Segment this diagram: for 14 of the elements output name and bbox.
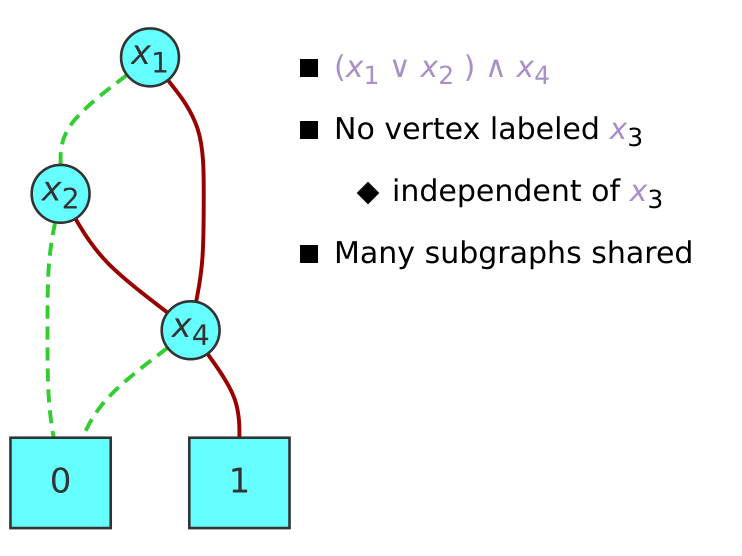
node-circle: x$_{2}$	[30, 163, 91, 224]
node-circle: x$_{4}$	[160, 300, 221, 360]
bullet-text: (x$_{1}$ ∨ x$_{2}$ ) ∧ x$_{4}$	[334, 50, 550, 90]
bullet-text: independent of x$_{3}$	[392, 174, 664, 214]
bullet-text: No vertex labeled x$_{3}$	[334, 112, 644, 152]
connector	[206, 352, 242, 438]
bullet-text: Many subgraphs shared	[334, 236, 694, 271]
node-box: 1	[188, 436, 291, 530]
node-circle: x$_{1}$	[120, 26, 180, 88]
connector	[166, 78, 206, 302]
connector	[46, 222, 58, 438]
node-box: 0	[9, 436, 112, 530]
connector	[74, 217, 169, 314]
connector	[58, 73, 128, 165]
